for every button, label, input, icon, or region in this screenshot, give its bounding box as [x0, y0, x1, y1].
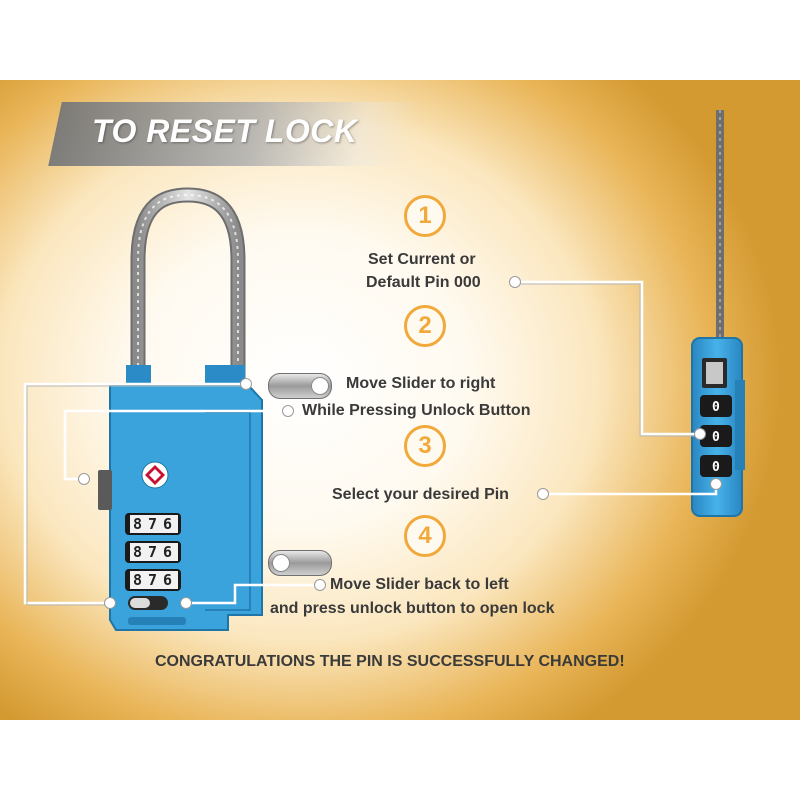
- step-1-line-2: Default Pin 000: [366, 274, 481, 291]
- lock-body: [98, 365, 263, 631]
- dial-1-digit-2: 7: [148, 515, 157, 533]
- dial-2-digit-3: 6: [163, 543, 172, 561]
- dial-2-digit-1: 8: [133, 543, 142, 561]
- instruction-panel: TO RESET LOCK: [0, 80, 800, 720]
- step-4-badge: 4: [404, 515, 446, 557]
- step-4-line-1: Move Slider back to left: [330, 576, 509, 593]
- dial-1-digit-3: 6: [163, 515, 172, 533]
- slider-knob-left: [272, 554, 290, 572]
- step-1-badge: 1: [404, 195, 446, 237]
- slider-knob-right: [311, 377, 329, 395]
- side-view-lock: 0 0 0: [691, 110, 745, 517]
- lock-cable: [130, 187, 246, 388]
- step-2-line-1: Move Slider to right: [346, 375, 496, 392]
- step-2-badge: 2: [404, 305, 446, 347]
- dial-1-digit-1: 8: [133, 515, 142, 533]
- step-2-line-2: While Pressing Unlock Button: [302, 402, 531, 419]
- dial-3-digit-2: 7: [148, 571, 157, 589]
- dial-3-digit-3: 6: [163, 571, 172, 589]
- connector-lines-shadow: [26, 283, 700, 606]
- dial-2-digit-2: 7: [148, 543, 157, 561]
- page-title: TO RESET LOCK: [92, 113, 358, 149]
- connector-endpoints: [78, 276, 722, 609]
- side-dial-2-digit: 0: [712, 430, 720, 445]
- slider-left-icon: [268, 550, 332, 576]
- slider-right-icon: [268, 373, 332, 399]
- side-dial-3-digit: 0: [712, 460, 720, 475]
- dial-3-digit-1: 8: [133, 571, 142, 589]
- illustration-canvas: 8 7 6 8 7 6 8 7 6: [23, 110, 745, 631]
- step-3-line-1: Select your desired Pin: [332, 486, 509, 503]
- side-dial-1-digit: 0: [712, 400, 720, 415]
- tsa-logo: [141, 461, 169, 489]
- step-3-badge: 3: [404, 425, 446, 467]
- combination-dials: 8 7 6 8 7 6 8 7 6: [125, 513, 181, 591]
- step-4-line-2: and press unlock button to open lock: [270, 600, 555, 617]
- success-message: CONGRATULATIONS THE PIN IS SUCCESSFULLY …: [155, 653, 625, 670]
- step-1-line-1: Set Current or: [368, 251, 476, 268]
